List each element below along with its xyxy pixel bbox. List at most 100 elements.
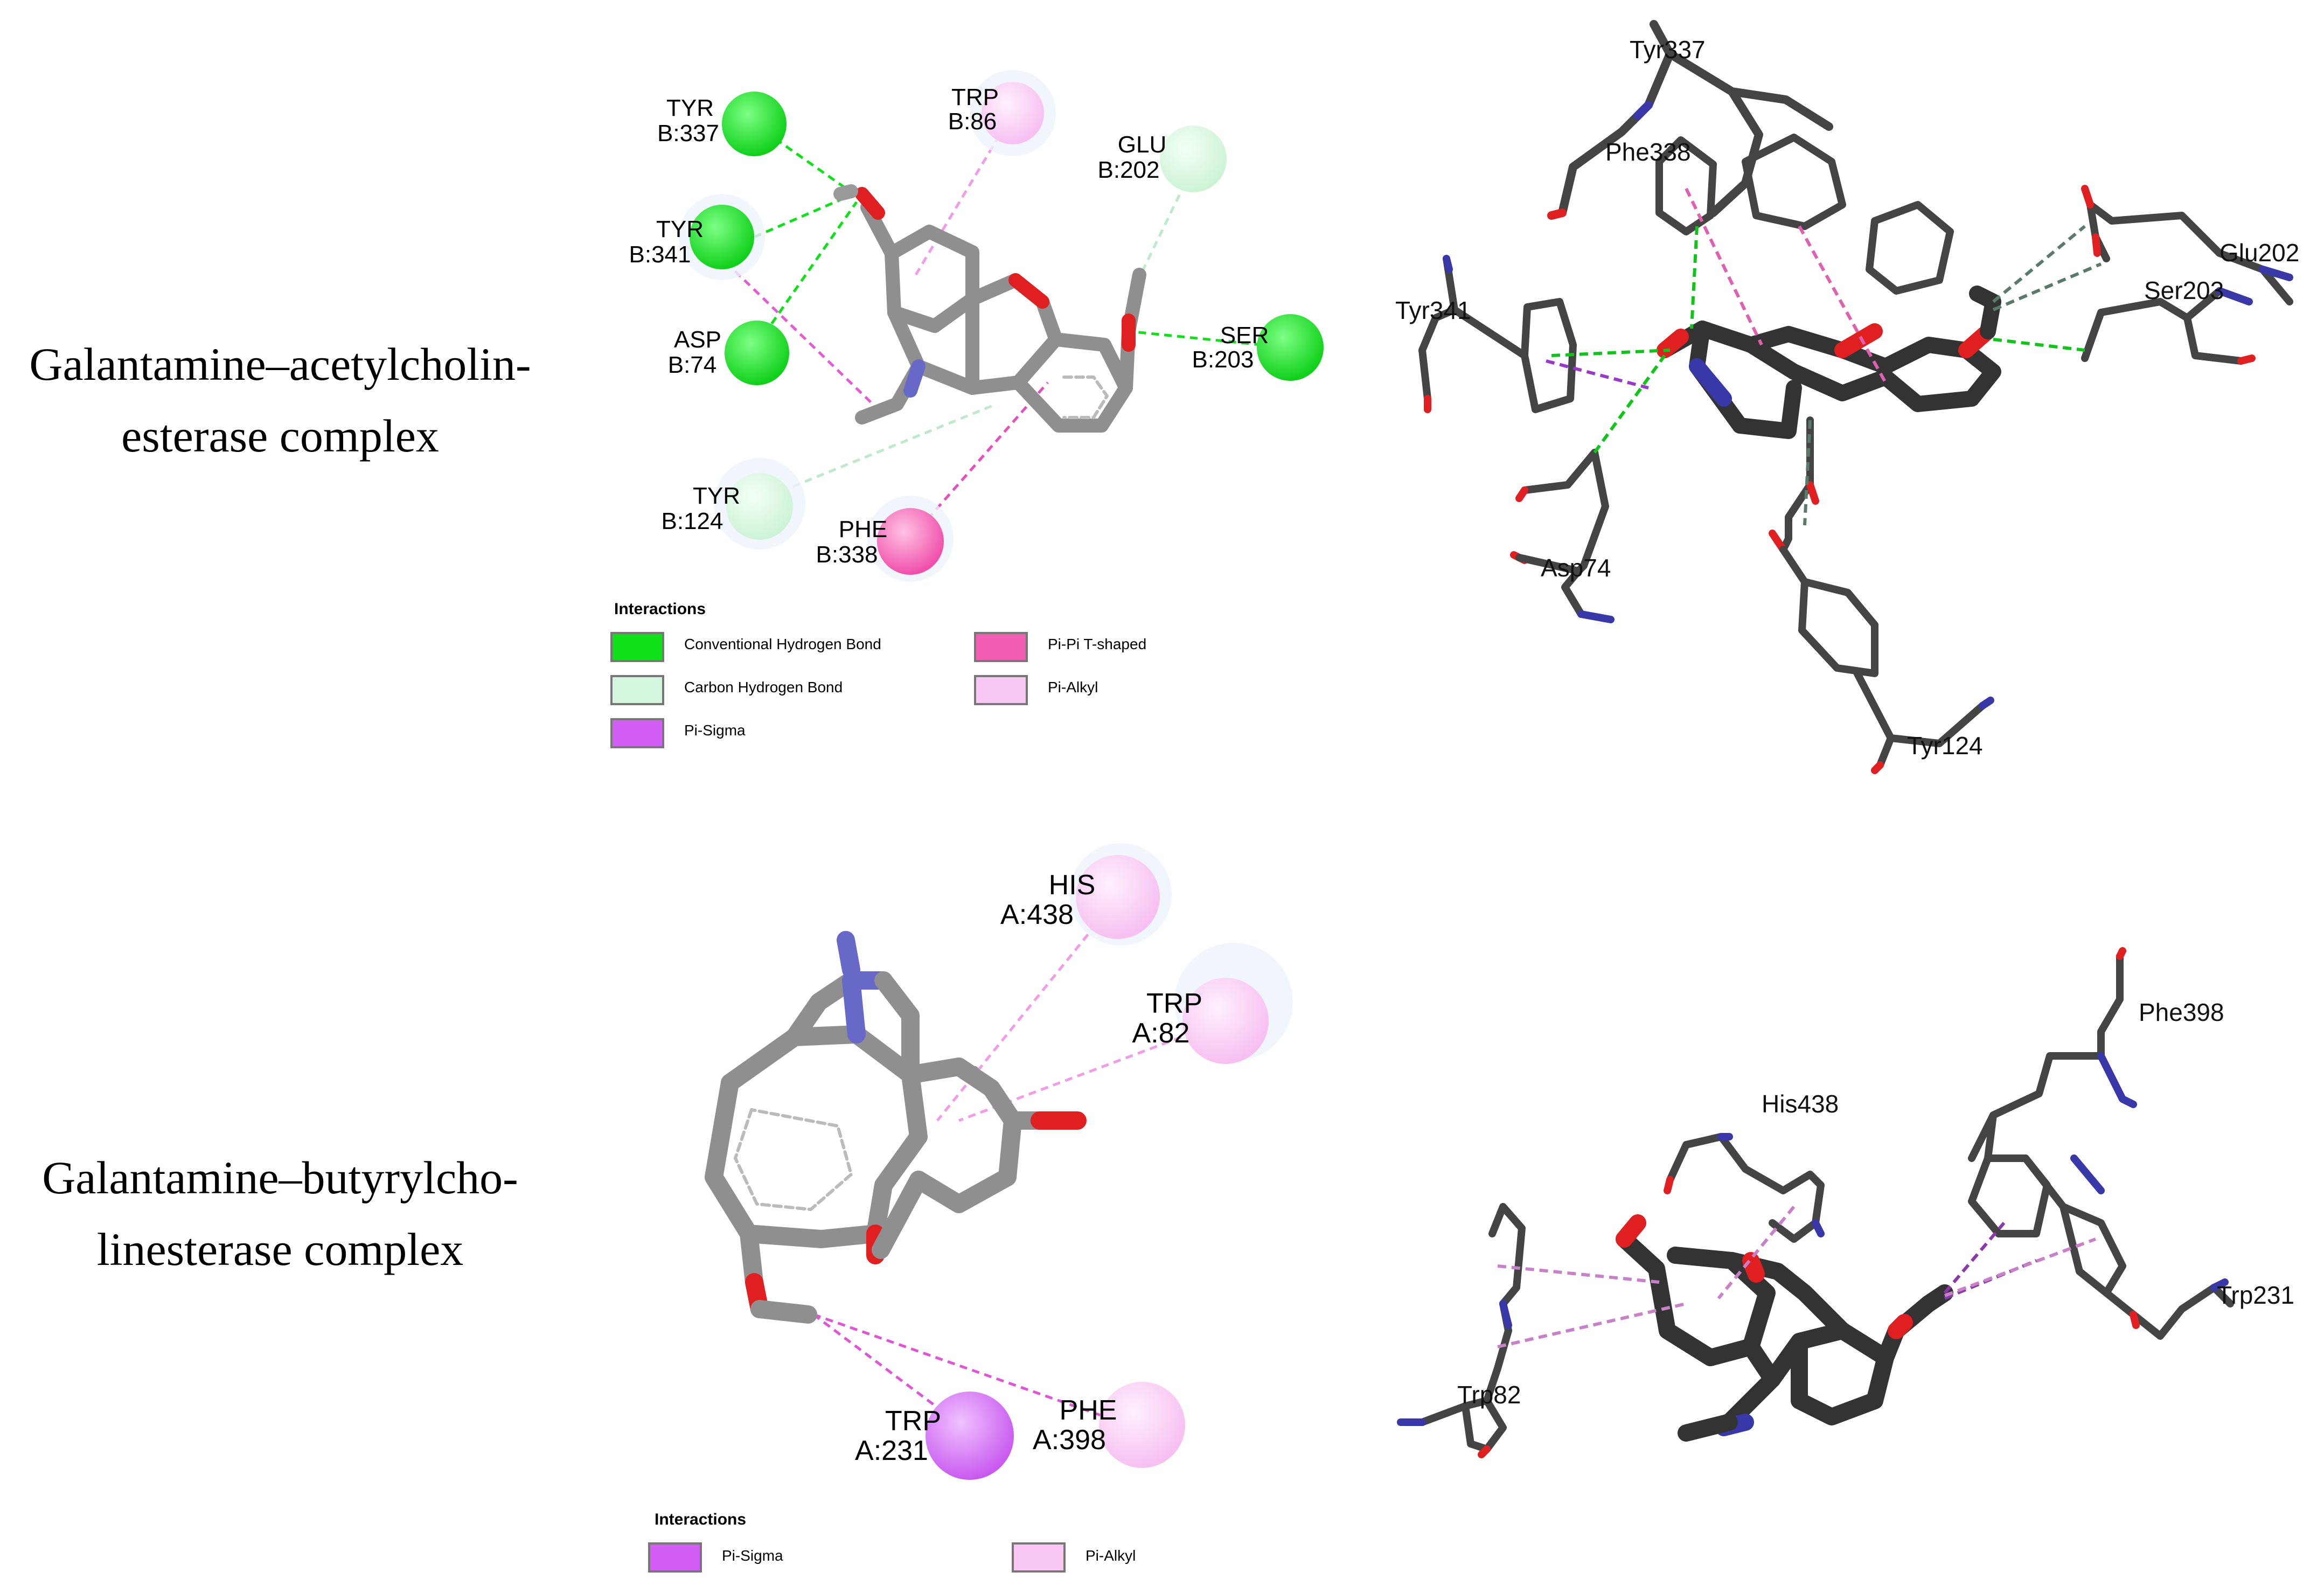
ache-3d-interactions [1546, 187, 2102, 526]
residue-id: A:398 [1033, 1424, 1106, 1456]
residue-disc [982, 82, 1044, 144]
pialkyl-line-trp82 [958, 1022, 1218, 1122]
ache-legend: Interactions Conventional Hydrogen Bond … [610, 600, 1146, 748]
residue-asp74: ASP B:74 [668, 321, 789, 385]
legend-swatch [648, 1542, 702, 1573]
label-3d-his438: His438 [1762, 1090, 1839, 1118]
residue-id: B:74 [668, 352, 717, 378]
residue-trp231: TRP A:231 [855, 1392, 1014, 1480]
chbond-3d-line [1992, 262, 2102, 311]
residue-id: B:124 [662, 508, 723, 534]
residue-disc [1160, 126, 1227, 192]
pialkyl-line-phe398 [813, 1313, 1121, 1424]
legend-label: Conventional Hydrogen Bond [684, 636, 881, 652]
legend-item-pi-pi-tshaped: Pi-Pi T-shaped [974, 632, 1146, 662]
ache-3d-sticks [1418, 20, 2293, 774]
bche-legend: Interactions Pi-Sigma Pi-Alkyl [648, 1511, 1136, 1573]
ache-3d-labels: Tyr337 Phe338 Glu202 Ser203 Tyr341 Asp74… [1395, 36, 2299, 760]
legend-label: Pi-Sigma [684, 722, 746, 739]
label-3d-tyr337: Tyr337 [1630, 36, 1706, 64]
residue-disc [926, 1392, 1014, 1480]
residue-name: TRP [885, 1406, 941, 1437]
residue-disc [690, 205, 754, 269]
legend-swatch [974, 675, 1028, 705]
residue-glu202: GLU B:202 [1098, 126, 1227, 192]
ache-caption-line2: esterase complex [121, 410, 439, 462]
residue-ser203: SER B:203 [1192, 314, 1324, 381]
label-3d-glu202: Glu202 [2219, 239, 2299, 267]
residue-trp86: TRP B:86 [948, 70, 1056, 156]
ache-caption-line1: Galantamine–acetylcholin- [29, 338, 531, 390]
bche-3d-sticks [1397, 947, 2234, 1458]
hbond-3d-line [1593, 354, 1666, 454]
residue-phe338: PHE B:338 [816, 496, 954, 582]
legend-item-carbon-hbond: Carbon Hydrogen Bond [610, 675, 843, 705]
residue-disc [722, 92, 787, 156]
residue-name: GLU [1118, 131, 1166, 158]
ache-3d-view: Tyr337 Phe338 Glu202 Ser203 Tyr341 Asp74… [1395, 20, 2299, 774]
legend-title: Interactions [614, 600, 706, 618]
residue-name: TYR [666, 95, 714, 121]
residue-id: A:231 [855, 1435, 928, 1466]
ache-caption: Galantamine–acetylcholin- esterase compl… [0, 329, 560, 472]
bche-2d-diagram: HIS A:438 TRP A:82 TRP A:231 PHE A:398 I… [648, 843, 1293, 1573]
legend-item-pi-sigma: Pi-Sigma [648, 1542, 783, 1573]
residue-name: TRP [1146, 988, 1202, 1019]
bche-caption-line1: Galantamine–butyrylcho- [42, 1152, 518, 1204]
label-3d-trp82: Trp82 [1457, 1381, 1521, 1409]
bche-3d-view: Phe398 His438 Trp231 Trp82 [1397, 947, 2294, 1458]
pialkyl-3d-line [1798, 225, 1887, 384]
label-3d-ser203: Ser203 [2144, 276, 2224, 304]
pipi-line-phe338 [909, 381, 1049, 540]
pialkyl-3d-line [1944, 1237, 2097, 1297]
pialkyl-3d-line [1717, 1206, 1796, 1299]
legend-label: Carbon Hydrogen Bond [684, 679, 843, 695]
residue-name: HIS [1049, 869, 1096, 901]
hbond-line-asp74 [755, 201, 858, 346]
bche-caption-line2: linesterase complex [96, 1223, 464, 1276]
residue-disc [1182, 978, 1269, 1064]
ache-2d-diagram: TYR B:337 TRP B:86 GLU B:202 TYR B:341 [610, 70, 1324, 748]
legend-swatch [610, 632, 664, 662]
residue-disc [1076, 855, 1160, 939]
legend-swatch [1012, 1542, 1066, 1573]
residue-id: B:203 [1192, 346, 1254, 373]
legend-swatch [610, 675, 664, 705]
residue-trp82: TRP A:82 [1132, 943, 1293, 1064]
residue-name: PHE [1060, 1395, 1117, 1426]
legend-item-pi-alkyl: Pi-Alkyl [974, 675, 1098, 705]
bche-ligand-2d [705, 931, 1087, 1324]
label-3d-tyr341: Tyr341 [1395, 296, 1471, 324]
label-3d-tyr124: Tyr124 [1907, 732, 1983, 760]
residue-id: B:337 [657, 120, 719, 147]
residue-id: B:202 [1098, 157, 1160, 183]
residue-id: B:341 [629, 241, 691, 268]
residue-name: PHE [839, 516, 887, 542]
residue-name: ASP [674, 326, 721, 353]
ache-residue-discs: TYR B:337 TRP B:86 GLU B:202 TYR B:341 [629, 70, 1324, 582]
residue-id: B:338 [816, 541, 878, 568]
residue-name: TRP [951, 84, 999, 110]
legend-swatch [610, 718, 664, 748]
residue-phe398: PHE A:398 [1033, 1382, 1185, 1468]
hbond-3d-line [1551, 349, 1671, 357]
label-3d-phe398: Phe398 [2139, 998, 2224, 1026]
residue-disc [725, 321, 789, 385]
legend-swatch [974, 632, 1028, 662]
residue-tyr124: TYR B:124 [662, 458, 805, 549]
residue-name: TYR [693, 483, 740, 509]
residue-disc [1257, 314, 1324, 381]
legend-item-pi-sigma: Pi-Sigma [610, 718, 746, 748]
residue-id: A:82 [1132, 1018, 1190, 1049]
hbond-3d-line [1690, 226, 1699, 329]
chbond-3d-line [1992, 225, 2086, 303]
label-3d-asp74: Asp74 [1541, 554, 1611, 582]
residue-id: A:438 [1000, 899, 1074, 930]
label-3d-trp231: Trp231 [2217, 1281, 2294, 1309]
legend-item-conventional-hbond: Conventional Hydrogen Bond [610, 632, 881, 662]
residue-disc [877, 508, 944, 575]
bche-residue-discs: HIS A:438 TRP A:82 TRP A:231 PHE A:398 [855, 843, 1293, 1480]
residue-his438: HIS A:438 [1000, 843, 1172, 945]
label-3d-phe338: Phe338 [1605, 138, 1691, 166]
